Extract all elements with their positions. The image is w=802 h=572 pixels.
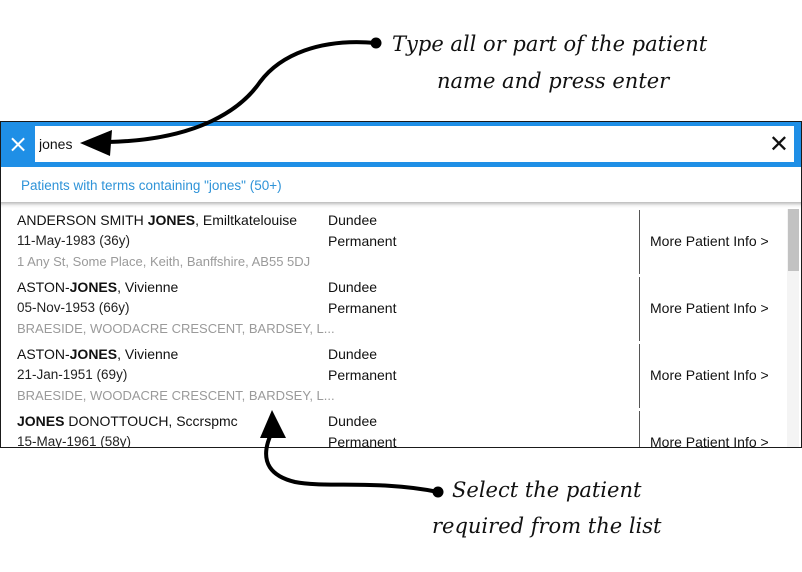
column-divider bbox=[639, 411, 640, 447]
clear-search-icon[interactable]: × bbox=[7, 130, 29, 158]
more-patient-info-link[interactable]: More Patient Info > bbox=[650, 434, 769, 448]
scrollbar-thumb[interactable] bbox=[788, 209, 799, 271]
more-patient-info-link[interactable]: More Patient Info > bbox=[650, 233, 769, 249]
divider bbox=[1, 202, 801, 208]
patient-status: Permanent bbox=[328, 300, 397, 316]
patient-search-panel: × ✕ Patients with terms containing "jone… bbox=[0, 121, 802, 448]
patient-address: BRAESIDE, WOODACRE CRESCENT, BARDSEY, L.… bbox=[17, 321, 335, 336]
patient-row[interactable]: ASTON-JONES, Vivienne 21-Jan-1951 (69y) … bbox=[1, 343, 785, 410]
patient-dob: 15-May-1961 (58y) bbox=[17, 434, 132, 448]
patient-dob: 05-Nov-1953 (66y) bbox=[17, 300, 130, 315]
patient-location: Dundee bbox=[328, 346, 378, 362]
column-divider bbox=[639, 277, 640, 341]
patient-dob: 11-May-1983 (36y) bbox=[17, 233, 131, 248]
column-divider bbox=[639, 344, 640, 408]
patient-row[interactable]: JONES DONOTTOUCH, Sccrspmc 15-May-1961 (… bbox=[1, 410, 785, 448]
patient-search-input[interactable] bbox=[35, 126, 794, 162]
patient-row[interactable]: ANDERSON SMITH JONES, Emiltkatelouise 11… bbox=[1, 209, 785, 276]
annotation-text: Select the patient bbox=[452, 478, 642, 502]
annotation-text: name and press enter bbox=[437, 69, 670, 93]
patient-name: ASTON-JONES, Vivienne bbox=[17, 346, 179, 362]
column-divider bbox=[639, 210, 640, 274]
results-summary: Patients with terms containing "jones" (… bbox=[21, 178, 282, 193]
patient-row[interactable]: ASTON-JONES, Vivienne 05-Nov-1953 (66y) … bbox=[1, 276, 785, 343]
patient-location: Dundee bbox=[328, 212, 378, 228]
close-icon[interactable]: ✕ bbox=[768, 130, 789, 158]
more-patient-info-link[interactable]: More Patient Info > bbox=[650, 367, 769, 383]
patient-address: 1 Any St, Some Place, Keith, Banffshire,… bbox=[17, 254, 311, 269]
patient-name: ANDERSON SMITH JONES, Emiltkatelouise bbox=[17, 212, 298, 228]
patient-location: Dundee bbox=[328, 413, 378, 429]
patient-list: ANDERSON SMITH JONES, Emiltkatelouise 11… bbox=[1, 209, 785, 447]
search-bar: × ✕ bbox=[1, 122, 801, 167]
patient-status: Permanent bbox=[328, 367, 397, 383]
patient-status: Permanent bbox=[328, 434, 397, 448]
annotation-text: Type all or part of the patient bbox=[392, 32, 708, 56]
patient-dob: 21-Jan-1951 (69y) bbox=[17, 367, 128, 382]
scrollbar[interactable] bbox=[787, 209, 799, 447]
patient-status: Permanent bbox=[328, 233, 397, 249]
patient-location: Dundee bbox=[328, 279, 378, 295]
patient-address: BRAESIDE, WOODACRE CRESCENT, BARDSEY, L.… bbox=[17, 388, 335, 403]
patient-name: ASTON-JONES, Vivienne bbox=[17, 279, 179, 295]
annotation-text: required from the list bbox=[432, 514, 662, 538]
more-patient-info-link[interactable]: More Patient Info > bbox=[650, 300, 769, 316]
patient-name: JONES DONOTTOUCH, Sccrspmc bbox=[17, 413, 238, 429]
